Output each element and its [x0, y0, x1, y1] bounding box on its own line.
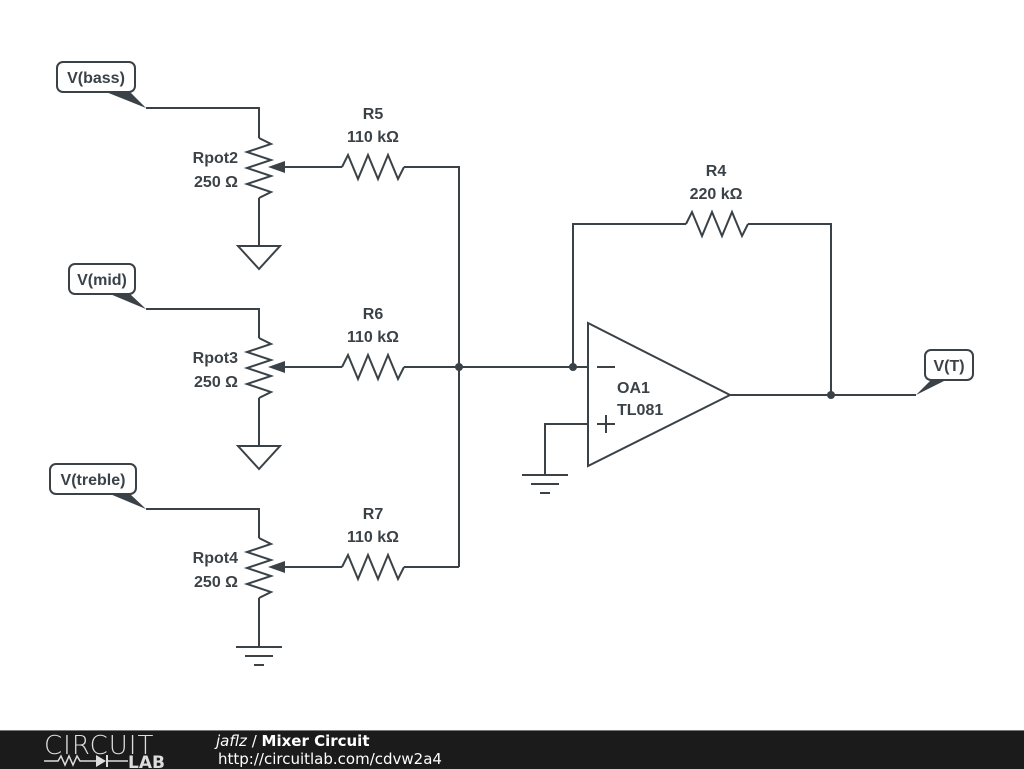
net-label-v-bass[interactable]	[56, 61, 136, 93]
r7-value: 110 kΩ	[347, 529, 399, 546]
ground-icon	[236, 646, 282, 666]
oa1-part: TL081	[617, 402, 663, 419]
wiper-arrow-icon	[268, 161, 285, 173]
net-label-v-mid[interactable]	[68, 263, 136, 295]
feedback-network: R4 220 kΩ	[572, 163, 832, 395]
net-label-pointer	[110, 494, 146, 509]
r7-name: R7	[363, 506, 384, 523]
net-label-v-bass-text: V(bass)	[67, 70, 125, 87]
wire	[146, 308, 260, 338]
rpot4-name: Rpot4	[193, 550, 238, 567]
rpot3-value: 250 Ω	[194, 374, 238, 391]
logo-lab-text: LAB	[128, 753, 165, 768]
r6-name: R6	[363, 306, 384, 323]
wire	[544, 423, 588, 475]
ground-icon	[235, 245, 283, 271]
r6-value: 110 kΩ	[347, 329, 399, 346]
separator: /	[246, 732, 262, 750]
author-link[interactable]: jaflz	[216, 732, 247, 750]
r4-name: R4	[706, 163, 727, 180]
circuitlab-logo-icon: LAB	[44, 753, 165, 768]
net-label-v-t-text: V(T)	[933, 358, 964, 375]
treble-branch: V(treble) Rpot4 250 Ω R7 110 kΩ	[49, 463, 459, 666]
net-label-pointer	[106, 92, 146, 108]
opamp-triangle[interactable]	[587, 321, 733, 468]
output: V(T)	[730, 349, 974, 399]
ground-icon	[522, 474, 568, 494]
resistor-r6[interactable]	[341, 352, 405, 382]
potentiometer-rpot3[interactable]	[243, 337, 275, 399]
wire	[146, 508, 260, 538]
net-label-v-t[interactable]	[924, 349, 974, 381]
wiper-arrow-icon	[268, 561, 285, 573]
net-label-v-treble[interactable]	[49, 463, 137, 495]
r5-name: R5	[363, 106, 384, 123]
footer-bar: CIRCUIT LAB jaflz / Mixer Circuit http:/…	[0, 730, 1024, 769]
net-label-v-treble-text: V(treble)	[61, 472, 126, 489]
rpot4-value: 250 Ω	[194, 574, 238, 591]
net-label-pointer	[916, 379, 948, 395]
wiper-arrow-icon	[268, 361, 285, 373]
circuit-url[interactable]: http://circuitlab.com/cdvw2a4	[218, 750, 442, 768]
resistor-r5[interactable]	[341, 152, 405, 182]
wire	[748, 223, 832, 395]
rpot2-value: 250 Ω	[194, 174, 238, 191]
bass-branch: V(bass) Rpot2 250 Ω R5 110 kΩ	[56, 61, 460, 567]
potentiometer-rpot4[interactable]	[243, 537, 275, 599]
mid-branch: V(mid) Rpot3 250 Ω R6 110 kΩ	[68, 263, 588, 471]
junction-dot	[455, 363, 463, 371]
wire	[572, 223, 686, 367]
rpot3-name: Rpot3	[193, 350, 238, 367]
potentiometer-rpot2[interactable]	[243, 137, 275, 199]
net-label-pointer	[110, 294, 146, 309]
wire	[146, 107, 260, 138]
oa1-name: OA1	[617, 380, 650, 397]
circuitlab-logo-text[interactable]: CIRCUIT	[44, 731, 155, 761]
net-label-v-mid-text: V(mid)	[77, 272, 127, 289]
r5-value: 110 kΩ	[347, 129, 399, 146]
ground-icon	[235, 445, 283, 471]
circuit-title: Mixer Circuit	[261, 732, 370, 750]
schematic: V(bass) Rpot2 250 Ω R5 110 kΩ V(mid) Rpo…	[49, 61, 974, 666]
wire	[404, 166, 460, 567]
footer-title: jaflz / Mixer Circuit	[216, 732, 370, 750]
junction-dot	[827, 391, 835, 399]
resistor-r4[interactable]	[685, 209, 749, 239]
opamp-oa1[interactable]: OA1 TL081	[522, 321, 733, 494]
rpot2-name: Rpot2	[193, 150, 238, 167]
resistor-r7[interactable]	[341, 552, 405, 582]
r4-value: 220 kΩ	[690, 186, 743, 203]
